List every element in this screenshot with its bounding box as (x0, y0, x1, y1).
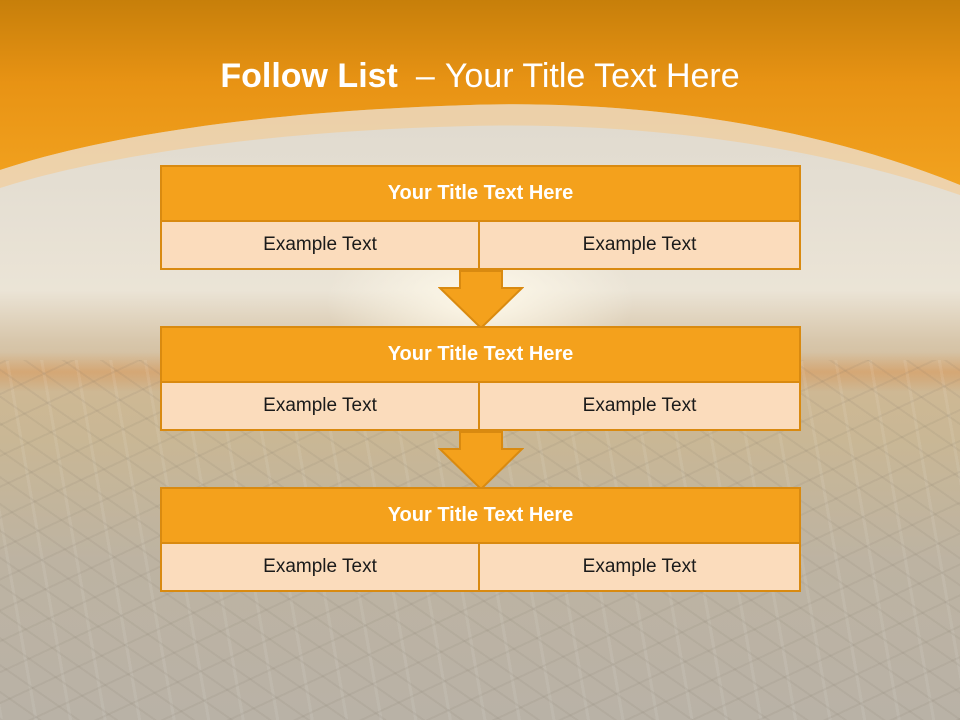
step-cell-left: Example Text (160, 383, 480, 431)
step-cell-right: Example Text (478, 222, 801, 270)
step-title: Your Title Text Here (160, 165, 801, 222)
slide-title-separator: – (415, 57, 435, 95)
down-arrow-icon (438, 431, 524, 491)
slide-title-rest: Your Title Text Here (444, 57, 740, 95)
title-banner (0, 0, 960, 195)
step-cell-right: Example Text (478, 544, 801, 592)
step-cell-left: Example Text (160, 544, 480, 592)
down-arrow-icon (438, 270, 524, 330)
step-row: Example Text Example Text (160, 222, 801, 270)
slide-title-bold: Follow List (220, 57, 398, 95)
step-cell-left: Example Text (160, 222, 480, 270)
slide-title: Follow List–Your Title Text Here (0, 52, 960, 100)
step-row: Example Text Example Text (160, 544, 801, 592)
step-title: Your Title Text Here (160, 326, 801, 383)
step-title: Your Title Text Here (160, 487, 801, 544)
step-cell-right: Example Text (478, 383, 801, 431)
step-row: Example Text Example Text (160, 383, 801, 431)
